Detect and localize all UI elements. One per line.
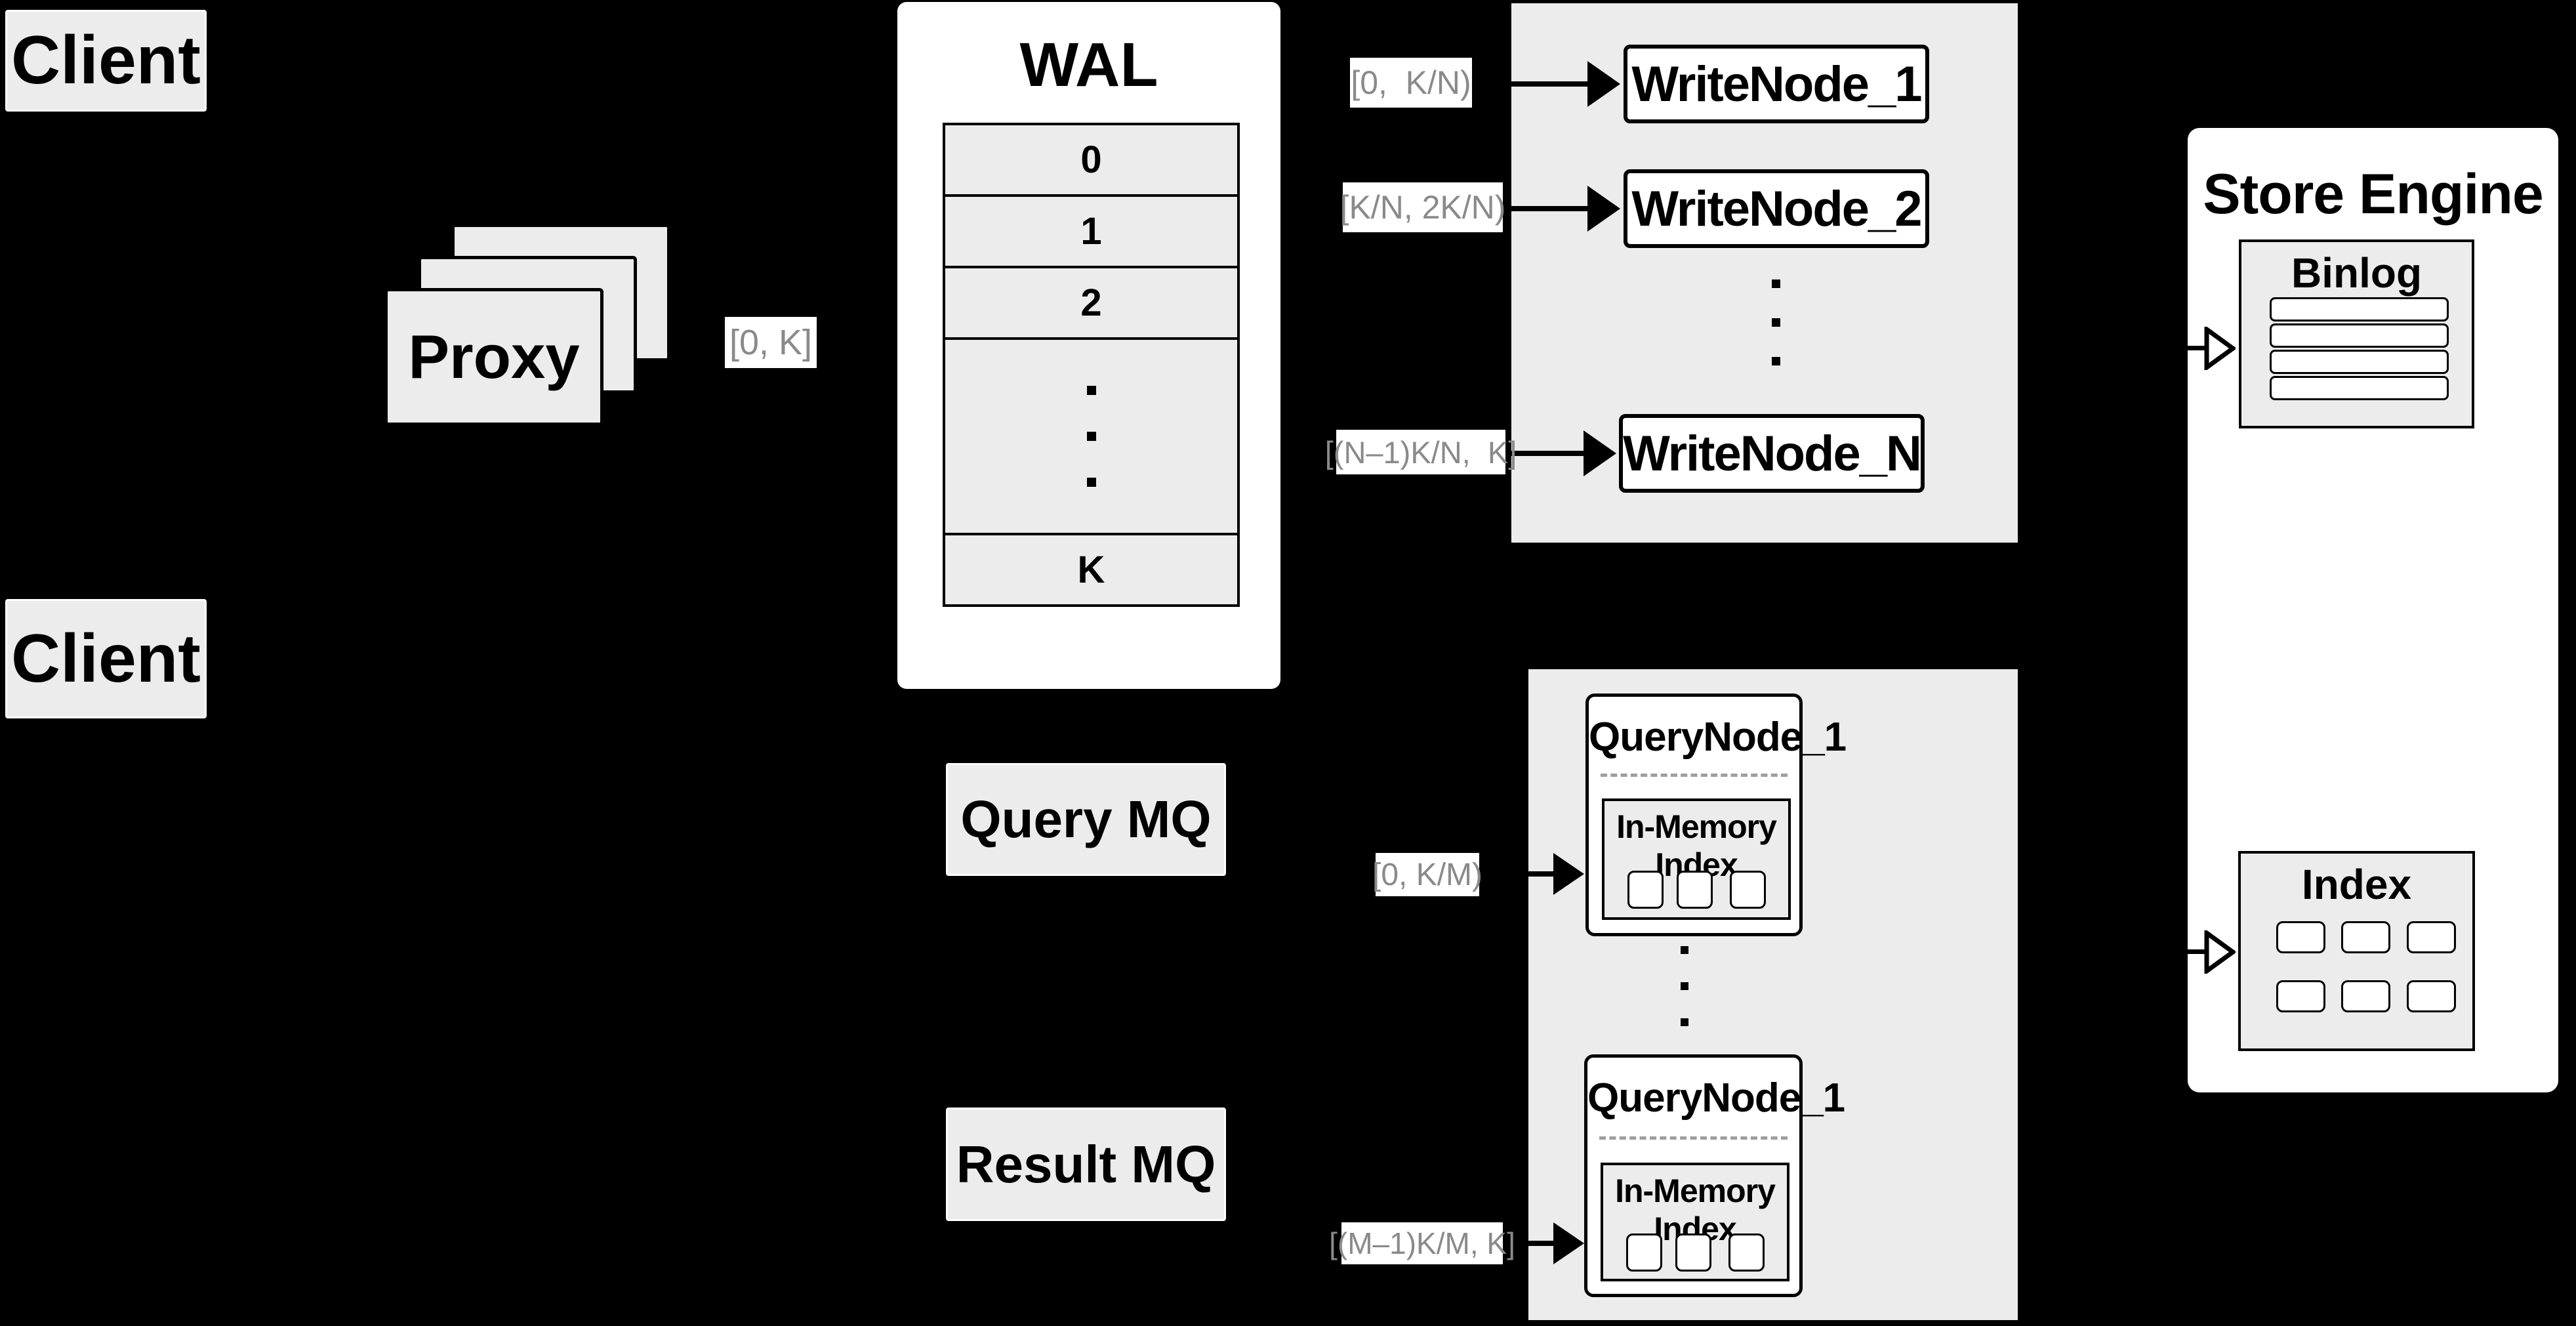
- range-label-proxy-wal: [0, K]: [725, 317, 817, 368]
- index-cell: [2276, 980, 2325, 1012]
- binlog-box: Binlog: [2239, 239, 2474, 428]
- client-box-top: Client: [5, 10, 207, 112]
- wal-row-0: 0: [943, 123, 1240, 197]
- arrow-right-icon: [1584, 430, 1616, 476]
- proxy-label: Proxy: [408, 322, 580, 391]
- index-cell: [2341, 980, 2390, 1012]
- binlog-row: [2270, 323, 2449, 348]
- client-box-bottom: Client: [5, 599, 207, 718]
- store-engine-panel: Store Engine Binlog Index: [2188, 128, 2558, 1092]
- write-node-1-box: WriteNode_1: [1624, 45, 1929, 123]
- in-memory-index-box: In-Memory Index: [1601, 1163, 1789, 1281]
- vertical-ellipsis-icon: [1086, 386, 1096, 487]
- binlog-rows: [2270, 297, 2449, 400]
- wal-row-1: 1: [943, 194, 1240, 268]
- arrow-shaft: [1528, 1241, 1556, 1246]
- write-node-2-label: WriteNode_2: [1631, 180, 1922, 237]
- write-node-n-label: WriteNode_N: [1623, 425, 1922, 482]
- wal-panel: WAL 0 1 2 K: [897, 2, 1280, 689]
- range-label-write-2: [K/N, 2K/N): [1340, 182, 1505, 232]
- dashed-divider: [1599, 1136, 1788, 1140]
- range-label-write-1: [0, K/N): [1350, 58, 1472, 108]
- arrow-right-icon: [1553, 853, 1584, 895]
- query-mq-box: Query MQ: [946, 763, 1226, 876]
- segment-cell: [1730, 871, 1766, 909]
- arrow-right-icon: [1553, 1222, 1584, 1264]
- query-mq-label: Query MQ: [960, 790, 1212, 848]
- wal-segment-table: 0 1 2 K: [943, 123, 1240, 607]
- in-memory-index-box: In-Memory Index: [1602, 798, 1791, 920]
- open-arrow-right-icon: [2204, 930, 2236, 974]
- arrow-shaft: [1528, 871, 1556, 877]
- index-cell: [2276, 921, 2325, 953]
- binlog-row: [2270, 350, 2449, 374]
- wal-row-ellipsis: [943, 337, 1240, 535]
- binlog-row: [2270, 376, 2449, 400]
- wal-row-2: 2: [943, 266, 1240, 340]
- segment-cell: [1675, 1233, 1711, 1272]
- arrow-shaft: [1511, 81, 1589, 87]
- query-node-bottom-box: QueryNode_1 In-Memory Index: [1584, 1054, 1845, 1297]
- query-node-top-title: QueryNode_1: [1589, 715, 1847, 760]
- index-cell: [2407, 921, 2456, 953]
- index-title: Index: [2301, 861, 2412, 908]
- query-node-top-box: QueryNode_1 In-Memory Index: [1585, 694, 1847, 936]
- proxy-card-front: Proxy: [384, 288, 603, 426]
- range-label-query-1: [0, K/M): [1372, 853, 1482, 896]
- index-cell: [2407, 980, 2456, 1012]
- arrow-right-icon: [1587, 186, 1620, 232]
- result-mq-box: Result MQ: [946, 1108, 1226, 1221]
- write-node-2-box: WriteNode_2: [1624, 169, 1929, 248]
- segment-cell: [1677, 871, 1713, 909]
- arrow-shaft: [1511, 451, 1585, 456]
- segment-cell: [1626, 1233, 1662, 1272]
- client-bottom-label: Client: [11, 620, 201, 697]
- wal-row-k: K: [943, 533, 1240, 607]
- arrow-right-icon: [1587, 61, 1620, 107]
- vertical-ellipsis-icon: [1681, 946, 1688, 1026]
- client-top-label: Client: [11, 22, 201, 98]
- wal-title: WAL: [1019, 30, 1158, 100]
- dashed-divider: [1601, 774, 1788, 777]
- store-engine-title: Store Engine: [2203, 163, 2543, 226]
- segment-cell: [1627, 871, 1664, 909]
- binlog-row: [2270, 297, 2449, 321]
- open-arrow-right-icon: [2204, 327, 2236, 370]
- arrow-shaft: [2184, 346, 2208, 350]
- index-cell: [2341, 921, 2390, 953]
- index-box: Index: [2238, 851, 2475, 1051]
- query-node-bottom-title: QueryNode_1: [1587, 1075, 1845, 1121]
- range-label-write-n: [(N–1)K/N, K]: [1325, 430, 1517, 474]
- vertical-ellipsis-icon: [1772, 280, 1780, 365]
- segment-cell: [1728, 1233, 1765, 1272]
- result-mq-label: Result MQ: [956, 1134, 1216, 1193]
- arrow-shaft: [1511, 206, 1589, 211]
- write-node-n-box: WriteNode_N: [1619, 414, 1925, 493]
- write-node-1-label: WriteNode_1: [1631, 56, 1922, 112]
- binlog-title: Binlog: [2291, 249, 2423, 297]
- range-label-query-m: [(M–1)K/M, K]: [1329, 1222, 1515, 1264]
- arrow-shaft: [2184, 949, 2208, 954]
